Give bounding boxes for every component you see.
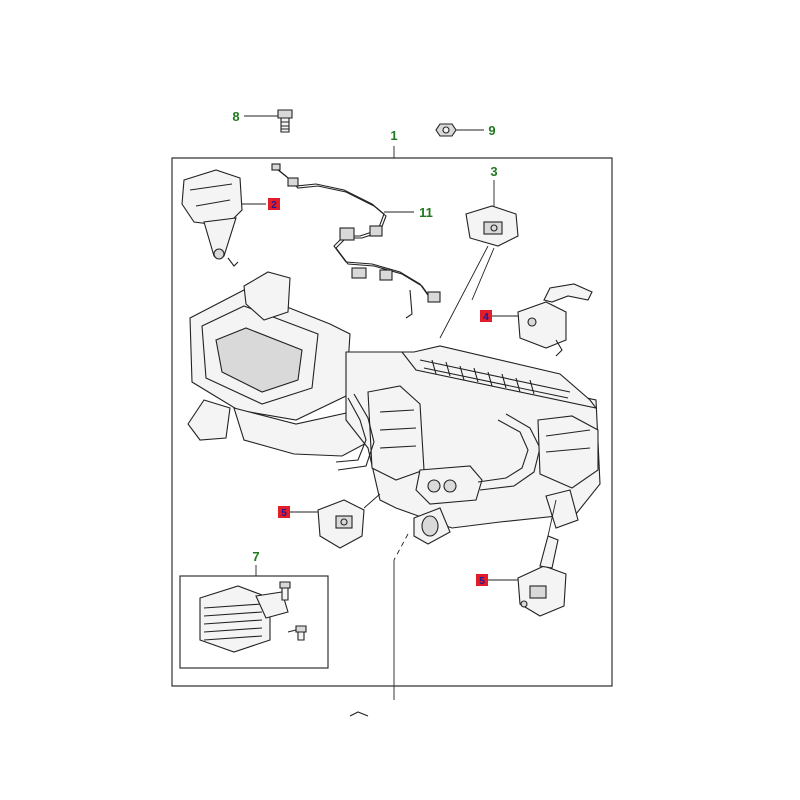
callout-8: 8: [232, 109, 239, 124]
sub-assembly-frame-7: [179, 575, 329, 669]
actuator-part-4: [492, 283, 593, 357]
svg-text:9: 9: [488, 123, 495, 138]
heater-housing-part-1: [187, 271, 601, 717]
actuator-part-2: [181, 169, 266, 267]
svg-text:2: 2: [271, 200, 277, 211]
svg-text:11: 11: [419, 205, 433, 220]
svg-text:5: 5: [281, 508, 287, 519]
callout-9: 9: [488, 123, 495, 138]
actuator-part-3: [439, 180, 519, 339]
callout-7: 7: [252, 549, 259, 564]
actuator-part-5-left: [290, 493, 381, 549]
svg-text:7: 7: [252, 549, 259, 564]
callout-5-left: 5: [278, 506, 290, 519]
callout-3: 3: [490, 164, 497, 179]
callout-2: 2: [268, 198, 280, 211]
callout-4: 4: [480, 310, 492, 323]
svg-text:8: 8: [232, 109, 239, 124]
blower-resistor-part-7: [199, 581, 307, 653]
callout-1: 1: [390, 128, 397, 143]
bolt-part-8: [244, 109, 293, 133]
screw-upper: [279, 581, 291, 601]
svg-text:5: 5: [479, 576, 485, 587]
callout-11: 11: [419, 205, 433, 220]
svg-text:3: 3: [490, 164, 497, 179]
assembly-frame: [171, 146, 613, 687]
nut-part-9: [435, 123, 484, 137]
svg-text:4: 4: [483, 312, 489, 323]
actuator-part-5-right: [488, 499, 567, 617]
wiring-harness-part-11: [271, 163, 441, 319]
svg-text:1: 1: [390, 128, 397, 143]
callout-5-right: 5: [476, 574, 488, 587]
screw-lower: [287, 625, 307, 641]
